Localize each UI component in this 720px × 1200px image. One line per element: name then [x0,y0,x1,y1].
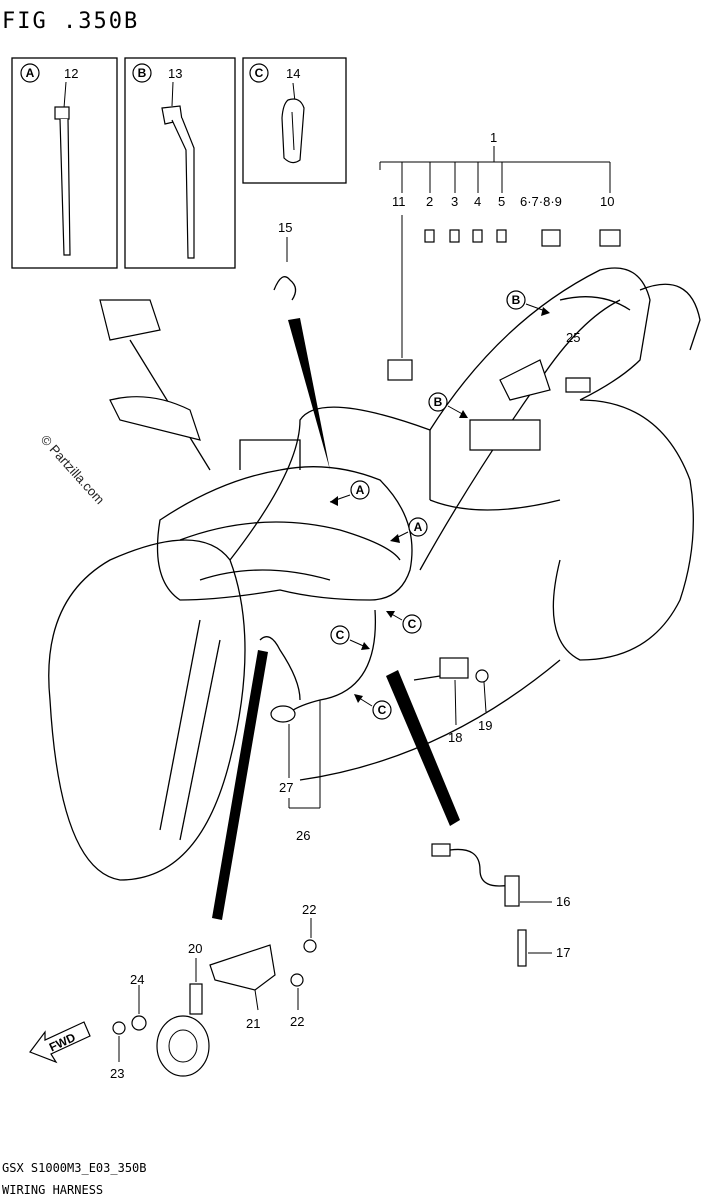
part-number-3: 3 [451,194,458,209]
svg-text:A: A [356,483,365,497]
part-1-bracket: 1 [379,130,611,193]
callout-a-upper: A [329,480,370,506]
fuse-icons [424,229,621,247]
cable-tie-a-icon [54,106,71,256]
svg-text:C: C [408,617,417,631]
part-number-2: 2 [426,194,433,209]
part-number-24: 24 [130,972,144,987]
svg-text:C: C [378,703,387,717]
part-11-connector-icon [387,359,413,381]
part-number-22-upper: 22 [302,902,316,917]
part-19-bolt-icon [475,669,489,683]
fwd-arrow-icon: FWD [29,1021,91,1064]
pointer-wedge-right [386,670,460,826]
pointer-wedge-top [288,318,330,470]
part-number-11: 11 [392,194,406,209]
part-number-4: 4 [474,194,481,209]
inset-letter-a: A [26,66,35,80]
svg-text:B: B [512,293,521,307]
pointer-wedge-bottom [212,650,268,920]
inset-box-a: A 12 [11,57,118,269]
part-number-22-lower: 22 [290,1014,304,1029]
inset-box-c: C 14 [242,57,347,184]
part-number-25: 25 [566,330,580,345]
part-22-upper-bolt-icon [303,939,317,953]
part-number-12: 12 [64,66,78,81]
callout-a-lower: A [390,517,428,543]
clamp-c-icon [281,98,305,164]
callout-c-lower: C [354,694,392,720]
part-number-13: 13 [168,66,182,81]
part-number-21: 21 [246,1016,260,1031]
part-number-18: 18 [448,730,462,745]
cable-tie-b-icon [161,105,195,259]
partzilla-watermark: © Partzilla.com [38,432,108,507]
figure-caption-code: GSX S1000M3_E03_350B [2,1161,147,1175]
part-number-15: 15 [278,220,292,235]
part-23-bolt-icon [112,1021,126,1035]
horn-icon [156,1015,210,1077]
callout-b-lower: B [428,392,468,418]
part-24-washer-icon [131,1015,147,1031]
callout-b-upper: B [506,290,550,316]
part-16-sensor-icon [431,843,520,907]
part-21-bracket-icon [209,944,276,991]
inset-letter-c: C [255,66,264,80]
part-17-gasket-icon [517,929,527,967]
figure-caption-name: WIRING HARNESS [2,1183,103,1197]
main-wiring-harness [156,296,631,713]
figure-title: FIG .350B [2,9,139,34]
part-18-sensor-icon [413,657,469,681]
fwd-label: FWD [47,1030,78,1054]
motorcycle-outline [48,267,701,881]
part-number-23: 23 [110,1066,124,1081]
part-number-17: 17 [556,945,570,960]
part-number-27: 27 [279,780,293,795]
part-number-10: 10 [600,194,614,209]
svg-text:A: A [414,520,423,534]
callout-c-middle: C [330,625,370,650]
callout-c-right: C [386,611,422,634]
part-number-5: 5 [498,194,505,209]
inset-letter-b: B [138,66,147,80]
part-25-cover-icon [565,377,591,393]
part-22-lower-bolt-icon [290,973,304,987]
part-15-clip-icon [273,276,297,301]
part-number-26: 26 [296,828,310,843]
part-number-20: 20 [188,941,202,956]
part-number-6-9: 6·7·8·9 [520,194,562,209]
part-number-1: 1 [490,130,497,145]
horn-bracket-icon [189,983,203,1015]
svg-text:C: C [336,628,345,642]
inset-box-b: B 13 [124,57,236,269]
part-number-19: 19 [478,718,492,733]
part-number-14: 14 [286,66,300,81]
part-27-grommet-icon [270,705,296,723]
part-number-16: 16 [556,894,570,909]
svg-text:B: B [434,395,443,409]
